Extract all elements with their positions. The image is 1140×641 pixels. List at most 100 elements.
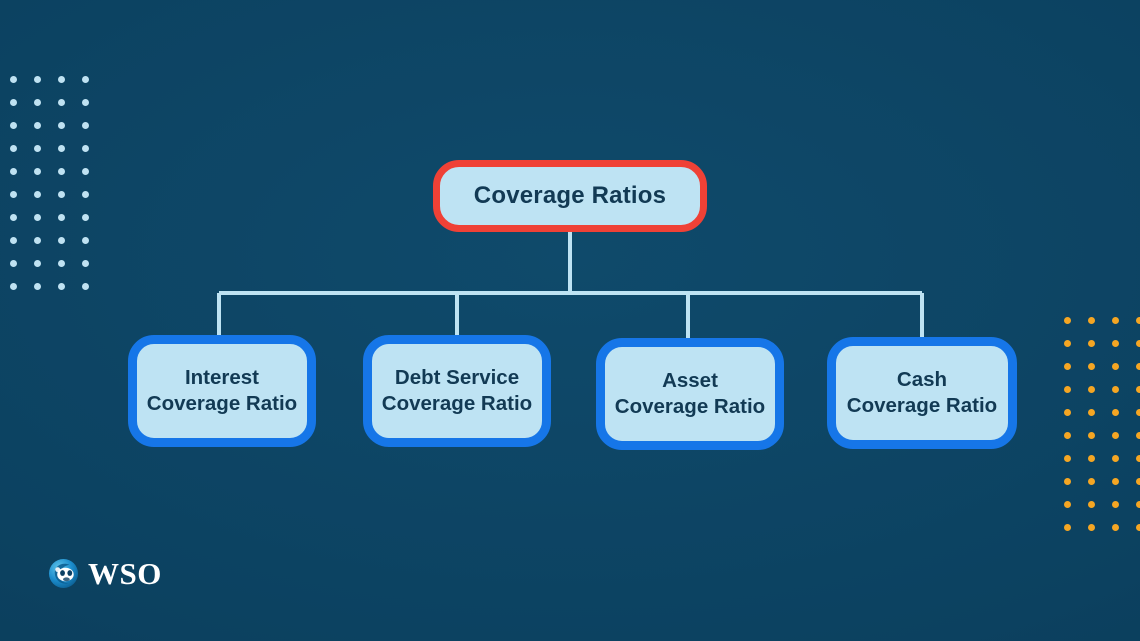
decorative-dot (1088, 409, 1112, 432)
decorative-dot (58, 168, 82, 191)
decorative-dot (82, 76, 106, 99)
decorative-dot (10, 145, 34, 168)
decorative-dot (1064, 409, 1088, 432)
decorative-dot (1136, 317, 1140, 340)
decorative-dot (58, 99, 82, 122)
node-coverage-ratios[interactable]: Coverage Ratios (433, 160, 707, 232)
decorative-dot (58, 237, 82, 260)
decorative-dot (58, 191, 82, 214)
decorative-dot (1136, 524, 1140, 547)
decorative-dot (1088, 478, 1112, 501)
decorative-dot (1064, 363, 1088, 386)
decorative-dot (10, 260, 34, 283)
node-cash-line2: Coverage Ratio (846, 394, 998, 417)
decorative-dot (82, 237, 106, 260)
decorative-dot (1136, 363, 1140, 386)
decorative-dot (1088, 363, 1112, 386)
decorative-dot (1112, 340, 1136, 363)
decorative-dot (10, 214, 34, 237)
decorative-dot (58, 145, 82, 168)
node-asset-line1: Asset (662, 368, 718, 392)
decorative-dot (34, 76, 58, 99)
decorative-dot (34, 237, 58, 260)
decorative-dot (1136, 478, 1140, 501)
wso-logo-text: WSO (88, 556, 162, 591)
decorative-dot (1064, 455, 1088, 478)
decorative-dot (1088, 340, 1112, 363)
decorative-dot (1088, 317, 1112, 340)
decorative-dot (58, 76, 82, 99)
decorative-dot (1136, 409, 1140, 432)
node-root-label: Coverage Ratios (473, 181, 667, 209)
decorative-dot (1088, 501, 1112, 524)
decorative-dot (1064, 501, 1088, 524)
decorative-dot (10, 99, 34, 122)
decorative-dot (1064, 524, 1088, 547)
decorative-dot (1136, 501, 1140, 524)
decorative-dot (1136, 386, 1140, 409)
node-debt-service-line1: Debt Service (394, 365, 520, 389)
decorative-dot (34, 168, 58, 191)
decorative-dot (82, 191, 106, 214)
decorative-dot (58, 260, 82, 283)
decorative-dot (1112, 524, 1136, 547)
decorative-dot (34, 122, 58, 145)
decorative-dot (1112, 432, 1136, 455)
decorative-dot (1136, 340, 1140, 363)
decorative-dot (82, 99, 106, 122)
decorative-dot (82, 122, 106, 145)
wso-logo: WSO (48, 558, 162, 589)
decorative-dot (1112, 386, 1136, 409)
decorative-dot (34, 260, 58, 283)
decorative-dot (82, 145, 106, 168)
decorative-dot (1088, 455, 1112, 478)
decorative-dot (10, 76, 34, 99)
decorative-dot (82, 168, 106, 191)
decorative-dot (1112, 363, 1136, 386)
decorative-dot (58, 122, 82, 145)
decorative-dot (1064, 317, 1088, 340)
decorative-dot (1064, 432, 1088, 455)
decorative-dot (10, 122, 34, 145)
decorative-dot (10, 191, 34, 214)
node-asset-line2: Coverage Ratio (614, 395, 766, 418)
decorative-dot (34, 283, 58, 306)
node-interest-line2: Coverage Ratio (146, 392, 298, 415)
wso-monkey-icon (48, 558, 79, 589)
decorative-dot (34, 214, 58, 237)
decorative-dot (58, 214, 82, 237)
decorative-dot (1064, 478, 1088, 501)
decorative-dot (1136, 432, 1140, 455)
decorative-dot (1112, 478, 1136, 501)
node-cash-line1: Cash (896, 367, 948, 391)
decorative-dot (1136, 455, 1140, 478)
decorative-dot (1088, 432, 1112, 455)
decorative-dot (82, 260, 106, 283)
decorative-dot (1112, 455, 1136, 478)
decorative-dot (1112, 409, 1136, 432)
decorative-dot (34, 145, 58, 168)
decorative-dot (82, 214, 106, 237)
node-interest-line1: Interest (184, 365, 260, 389)
decorative-dot (1112, 501, 1136, 524)
decorative-dot (34, 99, 58, 122)
decorative-dot (10, 168, 34, 191)
decorative-dot (10, 283, 34, 306)
decorative-dot (82, 283, 106, 306)
node-debt-service-line2: Coverage Ratio (381, 392, 533, 415)
decorative-dot (1064, 340, 1088, 363)
decorative-dot (58, 283, 82, 306)
decorative-dot (1088, 524, 1112, 547)
decorative-dot-grid-right (1064, 317, 1140, 547)
decorative-dot (1088, 386, 1112, 409)
